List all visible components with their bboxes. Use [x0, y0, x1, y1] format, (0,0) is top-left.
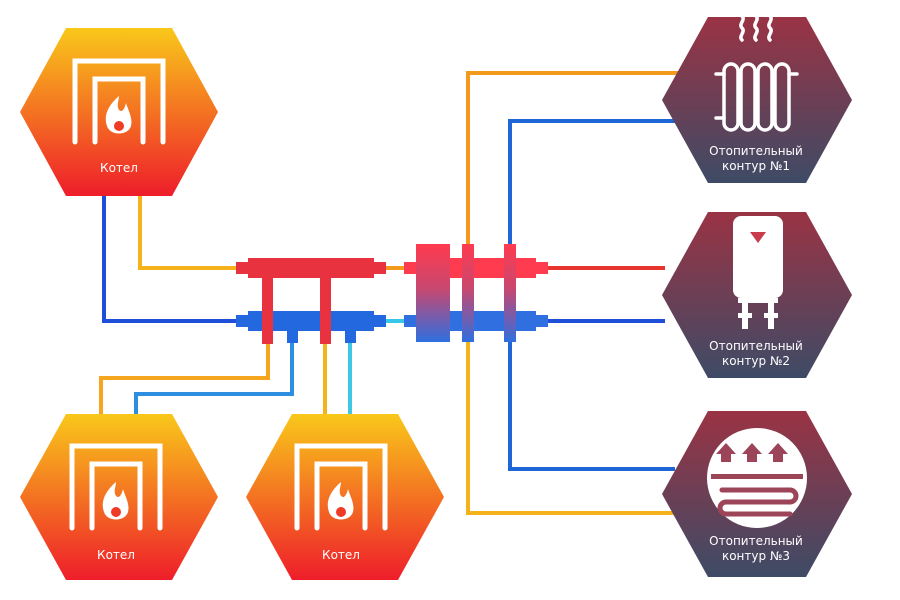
radiator-icon	[714, 14, 799, 132]
circuit-1-label-line1: Отопительный	[709, 144, 803, 158]
circuit-3-label-line1: Отопительный	[709, 534, 803, 548]
boiler-node-1	[20, 28, 218, 196]
pipes	[99, 71, 680, 515]
circuit-2-label-line2: контур №2	[721, 354, 791, 368]
hydraulic-separator	[404, 244, 548, 342]
flame-icon	[102, 482, 129, 520]
circuit-node-3	[662, 411, 852, 577]
circuit-3-label-line2: контур №3	[721, 549, 791, 563]
circuit-2-label-line1: Отопительный	[709, 339, 803, 353]
flame-icon	[327, 482, 354, 520]
pipe-boiler2-return	[134, 340, 294, 414]
pipe-circuit1-supply	[466, 71, 680, 250]
boiler-icon	[72, 58, 166, 145]
manifold	[236, 258, 386, 344]
boiler-2-label: Котел	[97, 548, 135, 562]
boiler-icon	[69, 443, 163, 531]
circuit-2-label: Отопительный контур №2	[681, 339, 831, 369]
pipe-circuit3-return	[508, 340, 675, 471]
pipe-boiler2-supply	[99, 340, 270, 414]
circuit-node-1	[662, 14, 852, 183]
floor-heating-icon	[707, 428, 807, 528]
flame-icon	[105, 96, 132, 134]
boiler-3-label: Котел	[322, 548, 360, 562]
pipe-circuit1-return	[508, 119, 675, 250]
boiler-node-2	[20, 414, 218, 580]
circuit-node-2	[662, 212, 852, 378]
water-heater-icon	[733, 216, 783, 329]
boiler-1-label: Котел	[100, 161, 138, 175]
boiler-icon	[294, 443, 388, 531]
pipe-boiler1-supply	[138, 196, 240, 270]
pipe-boiler1-return	[102, 196, 240, 323]
circuit-3-label: Отопительный контур №3	[681, 534, 831, 564]
circuit-1-label: Отопительный контур №1	[681, 144, 831, 174]
manifold-supply-header	[248, 258, 374, 278]
manifold-return-header	[248, 311, 374, 331]
circuit-1-label-line2: контур №1	[721, 159, 791, 173]
pipe-circuit3-supply	[466, 340, 680, 515]
boiler-node-3	[246, 414, 444, 580]
